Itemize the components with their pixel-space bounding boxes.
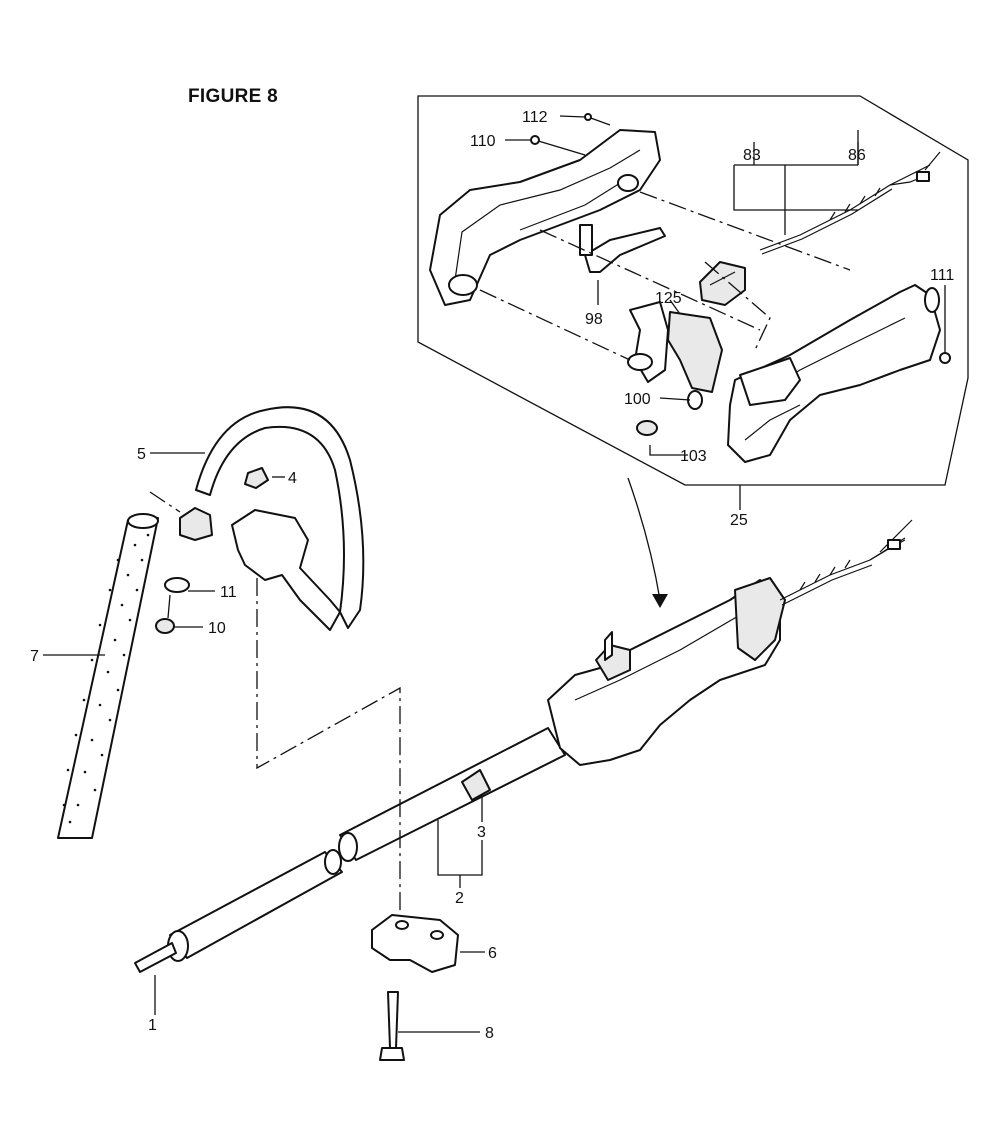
- handle-bracket: [179, 467, 341, 631]
- trigger-lever: [579, 224, 666, 273]
- throttle-cable-inset: [759, 151, 941, 255]
- drive-tube-lower: [134, 849, 343, 973]
- foam-grip: [57, 513, 159, 839]
- handle-lower-half: [727, 284, 951, 463]
- label-4: 4: [288, 470, 297, 487]
- stop-switch: [699, 261, 746, 306]
- assembly-lines-main: [149, 491, 401, 912]
- main-handle-assembly: [547, 519, 913, 766]
- throttle-trigger: [627, 301, 723, 393]
- label-103: 103: [680, 448, 707, 465]
- label-2: 2: [455, 890, 464, 907]
- assembly-arrow: [627, 477, 668, 608]
- clamp-bolt: [379, 991, 405, 1061]
- grip-washer-bolt: [155, 577, 190, 634]
- label-100: 100: [624, 391, 651, 408]
- label-1: 1: [148, 1017, 157, 1034]
- label-5: 5: [137, 446, 146, 463]
- label-111: 111: [930, 267, 954, 284]
- label-6: 6: [488, 945, 497, 962]
- label-25: 25: [730, 512, 748, 529]
- label-3: 3: [477, 824, 486, 841]
- label-86: 86: [848, 147, 866, 164]
- inset-frame: [417, 95, 969, 486]
- label-83: 83: [743, 147, 761, 164]
- label-11: 11: [220, 584, 237, 601]
- small-hardware: [530, 113, 703, 436]
- label-112: 112: [522, 109, 548, 126]
- drive-tube-upper: [338, 727, 566, 862]
- loop-handle: [195, 406, 365, 629]
- tube-clamp: [461, 769, 491, 801]
- label-110: 110: [470, 133, 496, 150]
- label-8: 8: [485, 1025, 494, 1042]
- handle-upper-half: [429, 129, 661, 306]
- label-98: 98: [585, 311, 603, 328]
- label-10: 10: [208, 620, 226, 637]
- leader-lines: [43, 115, 946, 1033]
- label-7: 7: [30, 648, 39, 665]
- lower-clamp: [371, 914, 459, 973]
- figure-title: FIGURE 8: [188, 86, 279, 107]
- label-125: 125: [655, 290, 682, 307]
